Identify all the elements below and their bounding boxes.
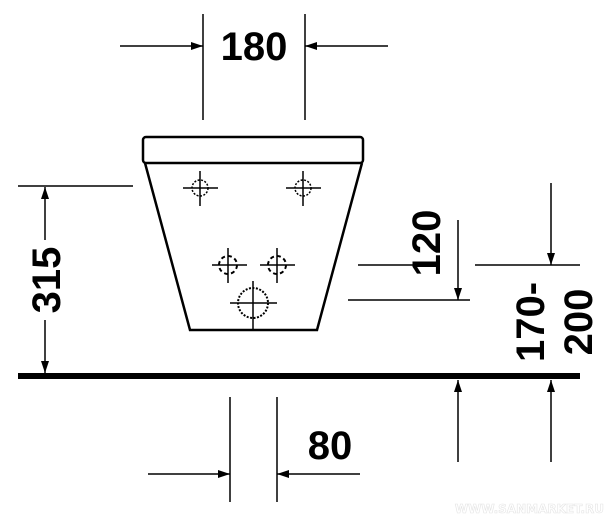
dimension-120-label: 120: [405, 210, 449, 277]
dimension-120-lines: [348, 220, 470, 301]
dimension-range-label-1: 170-: [509, 282, 553, 362]
dimension-range-label-2: 200: [557, 289, 601, 356]
dimension-315-lines: [18, 185, 133, 373]
watermark: WWW.SANMARKET.RU: [455, 502, 604, 516]
dimension-180-lines: [120, 14, 388, 120]
fixing-holes: [183, 171, 321, 329]
bidet-outline: [141, 135, 365, 332]
dimension-80-label: 80: [308, 424, 353, 468]
dimension-180-label: 180: [221, 25, 288, 69]
dimension-315-label: 315: [25, 247, 69, 314]
dimension-80-lines: [148, 397, 360, 502]
dimension-170-200-lines: [454, 183, 580, 462]
